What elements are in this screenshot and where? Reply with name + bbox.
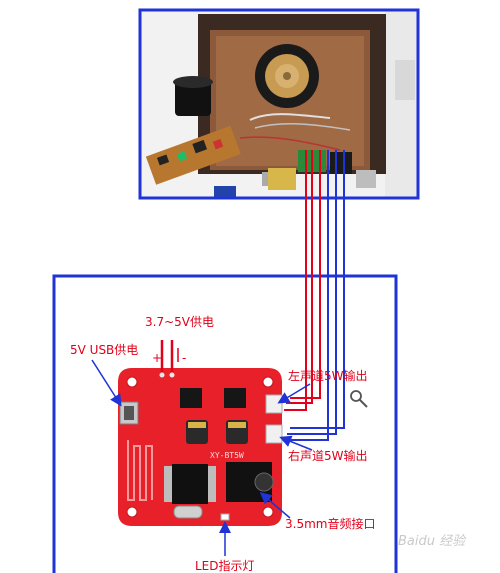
bt-chip bbox=[172, 464, 208, 504]
transformer bbox=[268, 168, 296, 190]
arrow-audio-jack bbox=[259, 492, 291, 519]
label-audio-jack: 3.5mm音频接口 bbox=[285, 516, 375, 531]
magnifier-icon[interactable] bbox=[350, 390, 368, 408]
arrow-usb bbox=[91, 359, 122, 407]
top-frame bbox=[138, 8, 420, 200]
capacitor-left bbox=[186, 420, 208, 444]
label-power-37-5v: 3.7~5V供电 bbox=[145, 315, 214, 329]
board-model-text: XY-BT5W bbox=[210, 451, 244, 460]
left-wire-c bbox=[290, 150, 321, 399]
bluetooth-board: XY-BT5W bbox=[118, 368, 283, 526]
crossover-pcb bbox=[145, 125, 241, 185]
led-indicator bbox=[220, 513, 230, 521]
amp-chip-right bbox=[224, 388, 246, 408]
capacitor-right bbox=[226, 420, 248, 444]
left-wire-a bbox=[284, 150, 307, 411]
amp-chip-left bbox=[180, 388, 202, 408]
speaker-wires bbox=[284, 150, 345, 441]
plus-sign: + bbox=[152, 351, 162, 365]
antenna-trace bbox=[127, 440, 153, 501]
right-wire-b bbox=[287, 150, 337, 435]
minus-sign: - bbox=[182, 351, 186, 365]
bottom-frame bbox=[52, 274, 398, 573]
bass-port bbox=[175, 80, 211, 116]
arrow-right-channel bbox=[279, 435, 313, 451]
label-left-channel: 左声道5W输出 bbox=[288, 368, 368, 383]
watermark: Baidu 经验 bbox=[398, 533, 467, 549]
label-usb-5v: 5V USB供电 bbox=[70, 343, 138, 357]
label-right-channel: 右声道5W输出 bbox=[288, 448, 368, 463]
left-wire-b bbox=[286, 150, 313, 404]
label-led: LED指示灯 bbox=[195, 558, 255, 573]
right-wire-a bbox=[285, 150, 329, 441]
arrow-left-channel bbox=[277, 383, 311, 404]
right-wire-c bbox=[290, 150, 345, 429]
speaker-photo bbox=[140, 10, 418, 198]
